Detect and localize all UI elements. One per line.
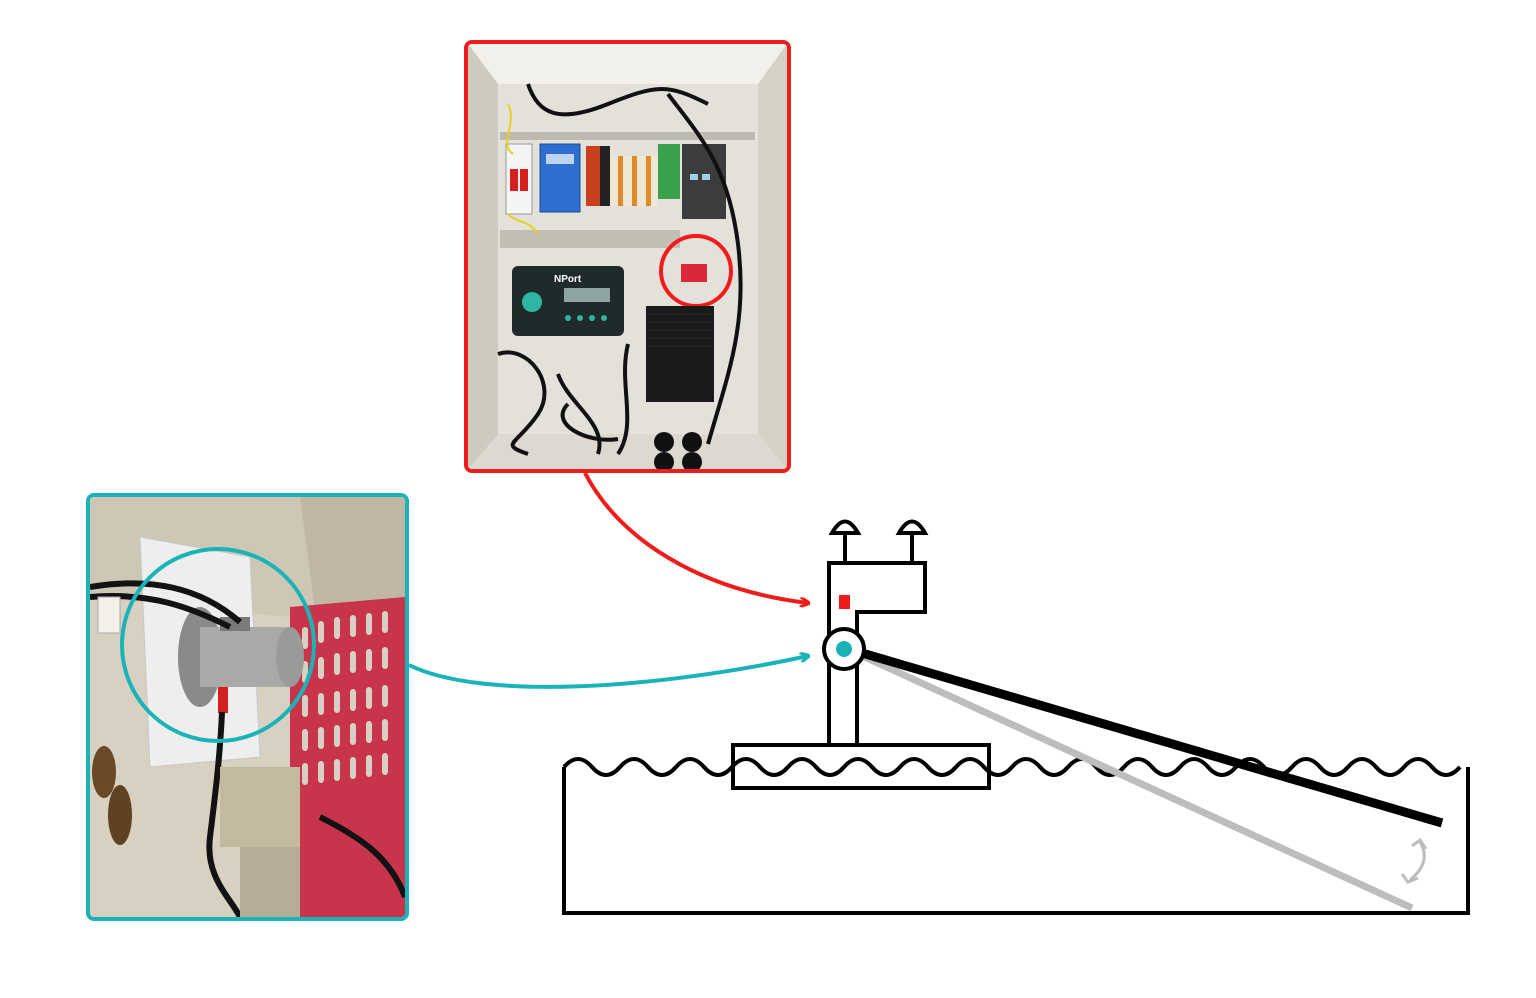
ghost-arm <box>843 644 1414 912</box>
pivot-sensor-dot <box>836 641 852 657</box>
sensor-connector-arrow <box>408 656 808 689</box>
cabinet-marker <box>839 595 850 609</box>
pontoon <box>731 743 991 790</box>
cabinet-connector-arrow <box>583 472 808 603</box>
double-arrow-icon <box>1400 837 1428 884</box>
nport-label: NPort <box>554 274 582 285</box>
boom-arm <box>843 643 1444 828</box>
rotary-sensor-photo <box>86 493 409 921</box>
water-wave-line <box>562 757 1462 777</box>
control-cabinet-photo: NPort <box>464 40 791 473</box>
cabinet-illustration: NPort <box>468 44 787 469</box>
basin-outline <box>562 767 1470 915</box>
antenna-icons <box>828 519 929 563</box>
sensor-illustration <box>90 497 405 917</box>
